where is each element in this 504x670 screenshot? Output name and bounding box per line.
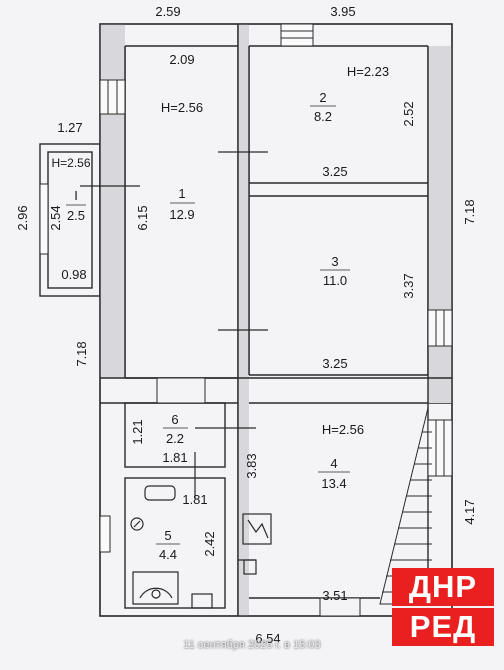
photo-timestamp: 11 сентября 2025 г. в 15:03	[183, 639, 321, 651]
room3-number: 3	[331, 254, 338, 269]
room4-number: 4	[330, 456, 337, 471]
dim-room2-bottom: 3.25	[322, 164, 347, 179]
window-top	[280, 23, 314, 47]
logo-line2: РЕД	[392, 608, 494, 646]
room5-area: 4.4	[159, 547, 177, 562]
toilet-icon	[144, 485, 176, 501]
room2-heightmark: H=2.23	[347, 64, 389, 79]
dim-room6-height: 1.21	[130, 419, 145, 444]
room4-heightmark: H=2.56	[322, 422, 364, 437]
room2-area: 8.2	[314, 109, 332, 124]
dimension-labels-vertical: 2.96 2.54 7.18 7.18 6.15 2.52 3.37 1.21 …	[15, 101, 477, 556]
dim-room2-height: 2.52	[401, 101, 416, 126]
watermark-logo: ДНР РЕД	[392, 568, 494, 648]
dim-room5-height: 2.42	[202, 531, 217, 556]
window-ext	[39, 183, 49, 255]
shower-icon	[132, 571, 179, 605]
dim-room5-width: 1.81	[182, 492, 207, 507]
heater-icon	[191, 593, 213, 609]
room1-area: 12.9	[169, 207, 194, 222]
dim-right-total: 7.18	[462, 199, 477, 224]
dim-room3-height: 3.37	[401, 273, 416, 298]
boiler-icon	[242, 513, 272, 545]
dim-room4-bottom: 3.51	[322, 588, 347, 603]
dimension-labels: 2.59 3.95 1.27 0.98 2.09 3.25 3.25 1.81 …	[57, 4, 355, 646]
dim-ext-bottom: 0.98	[61, 267, 86, 282]
dim-top-right: 3.95	[330, 4, 355, 19]
dim-room4-height-left: 3.83	[244, 453, 259, 478]
dim-top-left: 2.59	[155, 4, 180, 19]
dim-ext-inner: 2.54	[48, 205, 63, 230]
room1-number: 1	[178, 186, 185, 201]
dim-bottom-total: 6.54	[255, 631, 280, 646]
meter-icon	[243, 559, 257, 575]
room2-number: 2	[319, 90, 326, 105]
dim-room4-height-right: 4.17	[462, 499, 477, 524]
room6-area: 2.2	[166, 431, 184, 446]
room1-heightmark: H=2.56	[161, 100, 203, 115]
dim-top-ext: 1.27	[57, 120, 82, 135]
windows	[39, 23, 453, 617]
window-left-1	[99, 79, 126, 115]
ext-area: 2.5	[67, 208, 85, 223]
room3-area: 11.0	[323, 273, 347, 288]
dim-room3-bottom: 3.25	[322, 356, 347, 371]
room-labels: H=2.56 1 12.9 H=2.23 2 8.2 3 11.0 H=2.56…	[51, 64, 389, 562]
room4-area: 13.4	[321, 476, 346, 491]
window-right	[427, 309, 453, 347]
room6-number: 6	[171, 412, 178, 427]
ext-heightmark: H=2.56	[51, 156, 90, 170]
room5-number: 5	[164, 528, 171, 543]
fixtures	[130, 485, 272, 609]
ext-number: I	[74, 188, 78, 203]
dim-ext-outer: 2.96	[15, 205, 30, 230]
dim-room1-height: 6.15	[135, 205, 150, 230]
sink-icon	[130, 517, 144, 531]
dim-left-total: 7.18	[74, 341, 89, 366]
dim-room6-width: 1.81	[162, 450, 187, 465]
window-left-2	[99, 515, 111, 553]
logo-line1: ДНР	[392, 568, 494, 606]
dim-room1-top: 2.09	[169, 52, 194, 67]
